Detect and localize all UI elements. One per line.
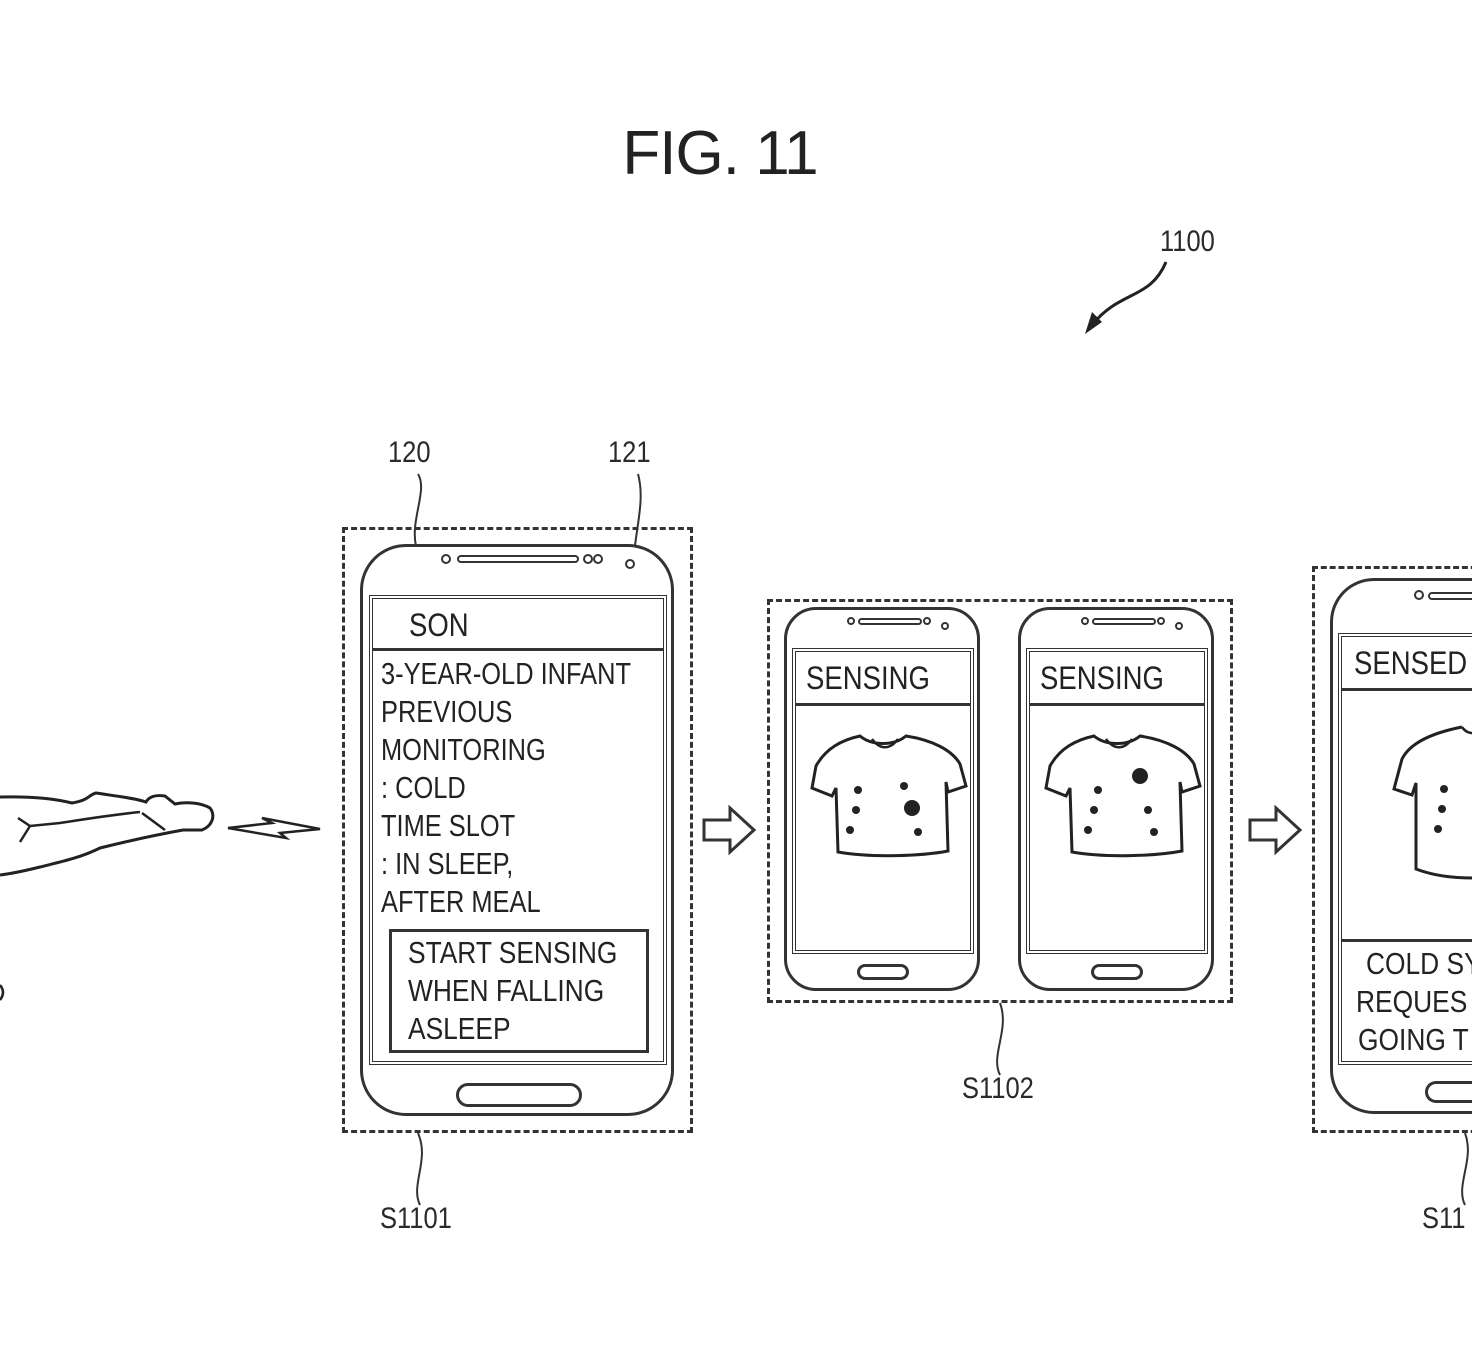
screen-reference-label: 121 <box>608 436 651 469</box>
screen-header-title: SENSED <box>1354 645 1468 681</box>
screen-header-title: SON <box>409 607 469 643</box>
info-line: 3-YEAR-OLD INFANT <box>381 656 632 691</box>
mobile-device-3: SENSED COLD SY REQUES GOING T <box>1330 578 1472 1114</box>
mobile-device: SON 3-YEAR-OLD INFANT PREVIOUS MONITORIN… <box>360 544 674 1116</box>
message-line: GOING T <box>1358 1022 1469 1057</box>
step-label-s1103: S11 <box>1422 1202 1466 1235</box>
device-reference-label: 120 <box>388 436 431 469</box>
screen-header: SON <box>373 599 663 651</box>
info-line: MONITORING <box>381 732 546 767</box>
step-label-s1101: S1101 <box>380 1202 452 1235</box>
screen-header: SENSING <box>796 652 970 706</box>
button-line: ASLEEP <box>408 1011 511 1046</box>
monitoring-info: 3-YEAR-OLD INFANT PREVIOUS MONITORING : … <box>373 651 663 921</box>
step-s1102-frame <box>767 599 1233 1003</box>
device-screen: SENSED COLD SY REQUES GOING T <box>1338 633 1472 1065</box>
t-shirt-sensor-map <box>810 734 968 858</box>
hollow-right-arrow-icon <box>1248 804 1303 856</box>
hollow-right-arrow-icon <box>702 804 757 856</box>
speaker-grille-icon <box>847 617 949 630</box>
screen-header: SENSING <box>1030 652 1204 706</box>
message-line: REQUES <box>1356 984 1468 1019</box>
info-line: : IN SLEEP, <box>381 846 514 881</box>
info-line: AFTER MEAL <box>381 884 541 919</box>
screen-header-title: SENSING <box>1040 660 1164 696</box>
home-button[interactable] <box>857 964 909 980</box>
device-screen: SENSING <box>1026 648 1208 954</box>
info-line: : COLD <box>381 770 466 805</box>
speaker-grille-icon <box>1081 617 1183 630</box>
figure-title: FIG. 11 <box>622 119 818 188</box>
screen-header: SENSED <box>1342 637 1472 691</box>
step-label-s1102: S1102 <box>962 1072 1034 1105</box>
device-screen: SENSING <box>792 648 974 954</box>
t-shirt-sensor-map <box>1044 734 1202 858</box>
screen-header-title: SENSING <box>806 660 930 696</box>
message-line: COLD SY <box>1366 946 1472 981</box>
info-line: TIME SLOT <box>381 808 516 843</box>
button-line: START SENSING <box>408 935 618 970</box>
mobile-device-2: SENSING <box>1018 607 1214 991</box>
home-button[interactable] <box>456 1083 582 1107</box>
message-divider <box>1342 939 1472 942</box>
step-s1101-frame <box>342 527 693 1133</box>
sensed-result-message: COLD SY REQUES GOING T <box>1342 945 1472 1059</box>
info-line: PREVIOUS <box>381 694 513 729</box>
mobile-device-1: SENSING <box>784 607 980 991</box>
device-screen: SON 3-YEAR-OLD INFANT PREVIOUS MONITORIN… <box>369 595 667 1065</box>
button-line: WHEN FALLING <box>408 973 605 1008</box>
home-button[interactable] <box>1425 1081 1472 1103</box>
speaker-grille-icon <box>1414 590 1472 600</box>
step-s1103-frame <box>1312 566 1472 1133</box>
speaker-grille-icon <box>441 554 635 569</box>
start-sensing-button[interactable]: START SENSING WHEN FALLING ASLEEP <box>389 929 649 1053</box>
figure-reference-label: 1100 <box>1160 225 1215 258</box>
home-button[interactable] <box>1091 964 1143 980</box>
t-shirt-sensor-map <box>1392 725 1472 880</box>
